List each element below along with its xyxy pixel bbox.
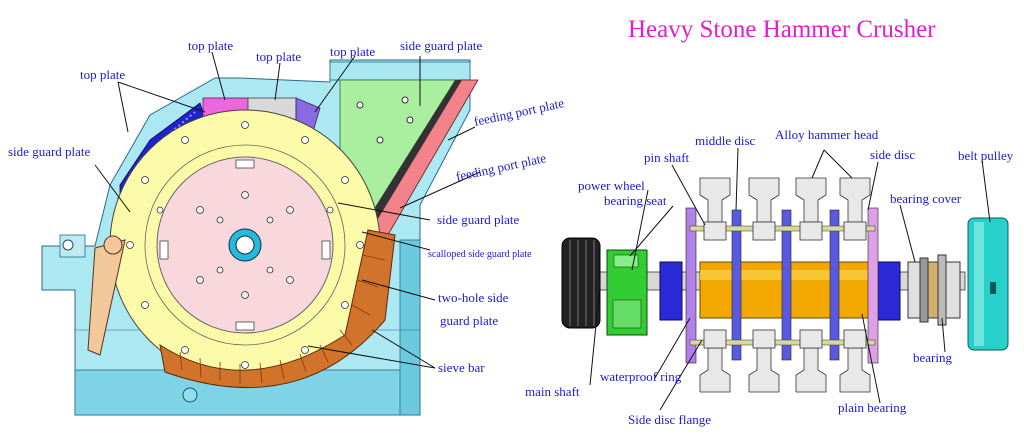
hammer-heads-bottom — [699, 329, 871, 393]
label-middle-disc: middle disc — [695, 133, 756, 148]
label-scalloped-side-guard-plate: scalloped side guard plate — [428, 249, 532, 260]
pin-shaft-bottom — [689, 339, 876, 346]
feeding-port-plate-dark — [362, 80, 462, 232]
middle-disc-2 — [781, 209, 792, 361]
label-top-plate-3: top plate — [330, 44, 375, 59]
label-feeding-port-plate-2: feeding port plate — [455, 150, 548, 184]
label-bearing-cover: bearing cover — [890, 191, 962, 206]
label-side-guard-plate-right: side guard plate — [437, 212, 520, 227]
diagram-title: Heavy Stone Hammer Crusher — [628, 16, 936, 43]
label-side-guard-plate-top: side guard plate — [400, 38, 483, 53]
crusher-cross-section — [41, 59, 479, 416]
power-wheel — [561, 237, 601, 329]
left-bearing-collar — [659, 261, 683, 321]
side-disc-right — [867, 207, 879, 364]
label-bearing: bearing — [913, 350, 952, 365]
bearing-seat — [606, 249, 648, 336]
sieve-bar-ticks — [179, 254, 386, 384]
label-side-guard-plate-left: side guard plate — [8, 144, 91, 159]
hammer-slots — [159, 159, 331, 331]
right-bearing-collar — [877, 261, 901, 321]
label-pin-shaft: pin shaft — [644, 150, 690, 165]
label-two-hole-line2: guard plate — [440, 313, 498, 328]
label-feeding-port-plate-1: feeding port plate — [473, 95, 566, 129]
label-plain-bearing: plain bearing — [838, 400, 907, 415]
rotor-discs — [685, 207, 879, 364]
belt-pulley — [967, 217, 1009, 351]
center-disc-holes — [196, 191, 294, 299]
label-top-plate-2: top plate — [256, 49, 301, 64]
sieve-bar-arc — [159, 229, 396, 388]
rotor-bolt-holes — [126, 121, 364, 369]
label-belt-pulley: belt pulley — [958, 148, 1014, 163]
label-top-plate-1: top plate — [188, 38, 233, 53]
label-power-wheel: power wheel — [578, 178, 645, 193]
label-side-disc-flange: Side disc flange — [628, 412, 711, 427]
crusher-label-lines — [94, 51, 481, 369]
middle-disc-1 — [731, 209, 742, 361]
hammer-heads-top — [699, 177, 871, 241]
label-waterproof-ring: waterproof ring — [600, 369, 682, 384]
label-top-plate-4: top plate — [80, 67, 125, 82]
rotor-label-lines — [589, 147, 991, 411]
label-side-disc: side disc — [870, 147, 915, 162]
pin-shaft-top — [689, 225, 876, 232]
label-sieve-bar: sieve bar — [438, 360, 485, 375]
label-two-hole-line1: two-hole side — [438, 290, 509, 305]
label-alloy-hammer-head: Alloy hammer head — [775, 127, 879, 142]
side-disc-left — [685, 207, 697, 364]
label-main-shaft: main shaft — [525, 384, 580, 399]
middle-disc-3 — [829, 209, 840, 361]
right-bearing-group — [907, 254, 961, 326]
rotor-assembly — [561, 177, 1009, 393]
label-bearing-seat: bearing seat — [604, 193, 667, 208]
